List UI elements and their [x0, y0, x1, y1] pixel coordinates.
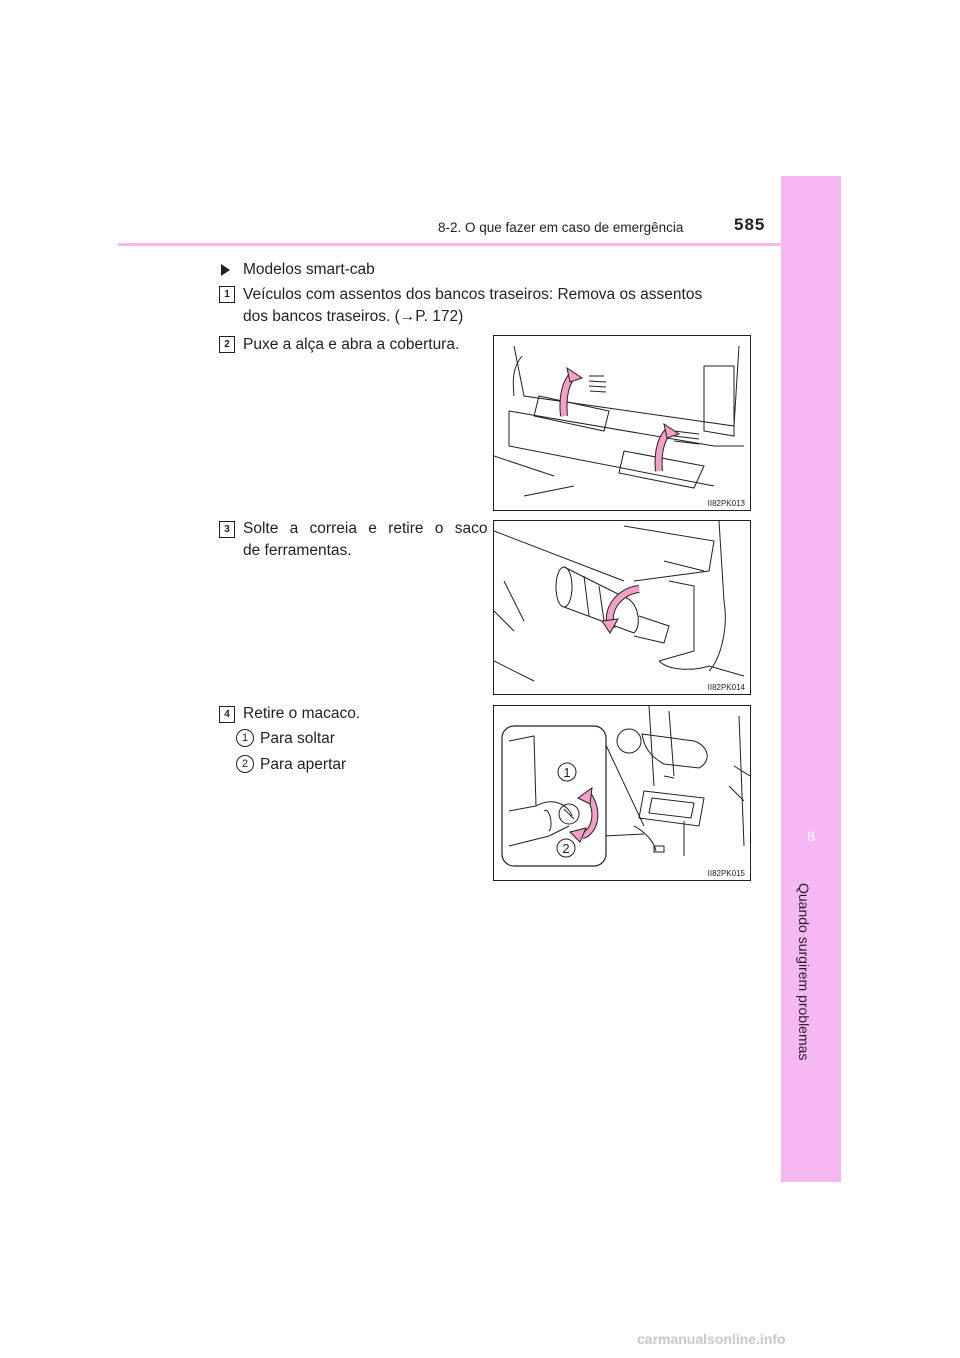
sub-item-1-text: Para soltar — [260, 730, 335, 747]
figure-remove-jack: 1 2 II82PK015 — [493, 705, 751, 881]
jack-illustration: 1 2 — [501, 706, 750, 867]
tool-bag-illustration — [494, 521, 745, 682]
step-number-4: 4 — [219, 706, 235, 723]
page-number: 585 — [734, 215, 766, 234]
chapter-number: 8 — [807, 828, 815, 844]
figure-code: II82PK015 — [707, 869, 745, 878]
chapter-title: Quando surgirem problemas — [796, 883, 812, 1061]
sub-item-2-text: Para apertar — [260, 756, 347, 773]
step-2-text: Puxe a alça e abra a cobertura. — [243, 336, 460, 353]
cover-illustration — [494, 345, 744, 497]
step-1-text-line1: Veículos com assentos dos bancos traseir… — [243, 286, 703, 303]
watermark: carmanualsonline.info — [637, 1331, 786, 1347]
model-heading: Modelos smart-cab — [243, 261, 375, 278]
step-number-3: 3 — [219, 521, 235, 538]
callout-1: 1 — [563, 765, 570, 780]
figure-code: II82PK014 — [707, 683, 745, 692]
step-3-text-line2: de ferramentas. — [243, 542, 352, 559]
section-title: 8-2. O que fazer em caso de emergência — [438, 220, 684, 235]
step-1-text-line2: dos bancos traseiros. (→P. 172) — [243, 308, 464, 325]
sub-item-number-2: 2 — [236, 755, 254, 773]
figure-tool-bag: II82PK014 — [493, 520, 751, 695]
chapter-sidebar — [781, 176, 841, 1182]
triangle-bullet-icon — [221, 264, 230, 276]
figure-code: II82PK013 — [707, 499, 745, 508]
step-4-text: Retire o macaco. — [243, 705, 361, 722]
figure-open-cover: II82PK013 — [493, 335, 751, 511]
step-number-1: 1 — [219, 286, 235, 303]
step-3-text-line1: Solte a correia e retire o saco — [243, 520, 488, 537]
callout-2: 2 — [562, 841, 569, 856]
header-rule — [118, 243, 840, 246]
step-number-2: 2 — [219, 336, 235, 353]
sub-item-number-1: 1 — [236, 729, 254, 747]
